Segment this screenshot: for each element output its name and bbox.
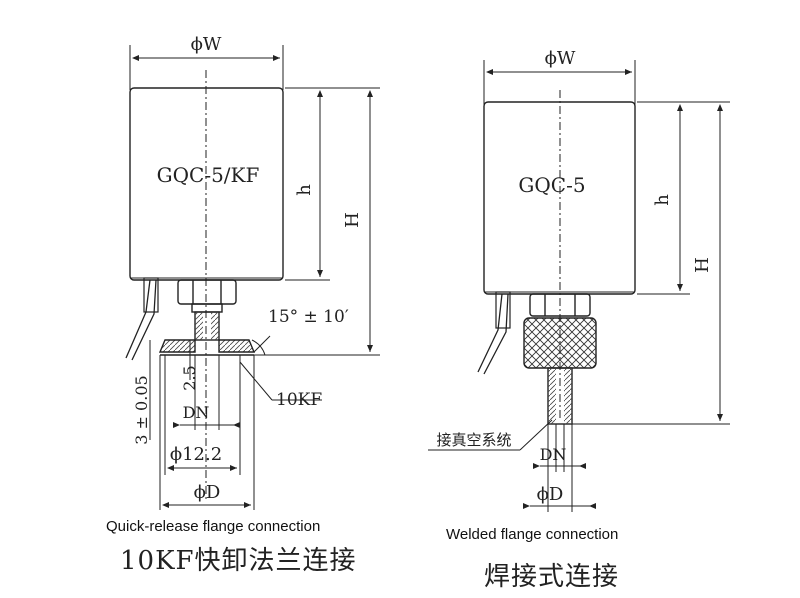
- right-caption-en: Welded flange connection: [446, 526, 619, 543]
- right-dim-h: h: [652, 194, 673, 206]
- left-caption-zh: 10KF快卸法兰连接: [120, 546, 357, 576]
- right-dim-phiD: ϕD: [537, 484, 564, 505]
- left-dim-3: 3 ± 0.05: [132, 375, 151, 444]
- flange-label: 10KF: [276, 390, 322, 410]
- left-model-label: GQC-5/KF: [157, 163, 260, 187]
- right-dim-width: ϕW: [545, 48, 576, 69]
- right-figure: [428, 60, 730, 512]
- right-caption-zh: 焊接式连接: [484, 562, 620, 592]
- right-dim-DN: DN: [540, 445, 567, 464]
- right-model-label: GQC-5: [518, 173, 585, 197]
- left-dim-2-5: 2.5: [180, 365, 199, 390]
- left-dim-phiD: ϕD: [194, 482, 221, 503]
- left-dim-H: H: [342, 212, 363, 228]
- left-figure: [125, 45, 380, 510]
- vacuum-system-label: 接真空系统: [436, 431, 511, 449]
- left-dim-width: ϕW: [191, 34, 222, 55]
- left-caption-en: Quick-release flange connection: [106, 518, 321, 535]
- left-dim-phi12: ϕ12.2: [170, 444, 222, 465]
- left-dim-DN: DN: [183, 403, 210, 422]
- left-dim-h: h: [294, 184, 315, 196]
- left-dim-angle: 15° ± 10′: [268, 307, 349, 327]
- right-dim-H: H: [692, 257, 713, 273]
